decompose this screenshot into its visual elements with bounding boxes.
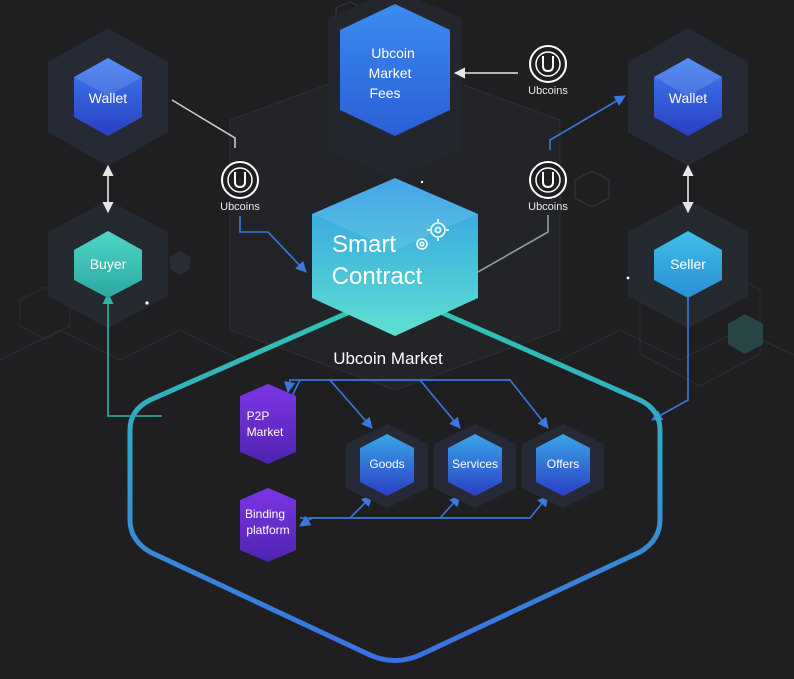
market-title: Ubcoin Market — [333, 349, 443, 368]
connectors — [102, 67, 694, 527]
wallet-left-node: Wallet — [74, 58, 142, 136]
binding-to-services-arrow — [350, 495, 461, 519]
offers-node: Offers — [522, 424, 604, 508]
ubcoin-icon-top-right: Ubcoins — [528, 45, 568, 97]
smart-contract-node: Smart Contract — [312, 178, 478, 336]
goods-label: Goods — [369, 457, 404, 471]
offers-label: Offers — [547, 457, 579, 471]
market-fees-node: Ubcoin Market Fees — [340, 4, 450, 136]
buyer-label: Buyer — [90, 256, 127, 272]
p2p-line-2: Market — [247, 425, 284, 439]
sparkle-dots — [145, 180, 630, 305]
offers-to-p2p-arrow — [284, 379, 510, 394]
binding-line-1: Binding — [245, 507, 285, 521]
goods-node: Goods — [346, 424, 428, 508]
seller-label: Seller — [670, 256, 706, 272]
coin-to-smart-contract-arrow — [239, 216, 307, 273]
seller-node: Seller — [654, 231, 722, 298]
seller-to-market-arrow — [651, 292, 689, 421]
decorative-faint-hexagon — [170, 251, 190, 275]
ubcoins-label-top-right: Ubcoins — [528, 85, 568, 97]
ubcoin-icon-right: Ubcoins — [528, 161, 568, 213]
decorative-teal-hexagon — [728, 314, 763, 354]
offers-to-binding-arrow — [299, 515, 530, 527]
binding-to-goods-arrow — [300, 495, 373, 519]
coin-to-right-wallet-arrow — [549, 95, 626, 150]
wallet-right-label: Wallet — [669, 90, 707, 106]
wallet-right-node: Wallet — [654, 58, 722, 136]
smart-contract-to-coin-line — [477, 215, 549, 273]
smart-contract-line-1: Smart — [332, 231, 396, 258]
market-to-buyer-arrow — [102, 292, 162, 417]
services-node: Services — [434, 424, 516, 508]
p2p-line-1: P2P — [247, 409, 270, 423]
ubcoins-label-right: Ubcoins — [528, 201, 568, 213]
wallet-left-label: Wallet — [89, 90, 127, 106]
ubcoin-icon-left: Ubcoins — [220, 161, 260, 213]
wallet-to-smart-contract-line — [171, 99, 236, 148]
binding-platform-node: Binding platform — [240, 488, 296, 562]
fees-line-3: Fees — [369, 85, 400, 101]
ubcoins-label-left: Ubcoins — [220, 201, 260, 213]
fees-line-1: Ubcoin — [371, 45, 415, 61]
services-label: Services — [452, 457, 498, 471]
p2p-to-goods-arrow — [291, 379, 373, 429]
smart-contract-line-2: Contract — [332, 263, 423, 290]
binding-line-2: platform — [246, 523, 289, 537]
market-boundary — [127, 289, 663, 663]
buyer-node: Buyer — [74, 231, 142, 298]
p2p-market-node: P2P Market — [240, 384, 296, 464]
fees-line-2: Market — [369, 65, 412, 81]
gear-icon — [416, 219, 449, 250]
